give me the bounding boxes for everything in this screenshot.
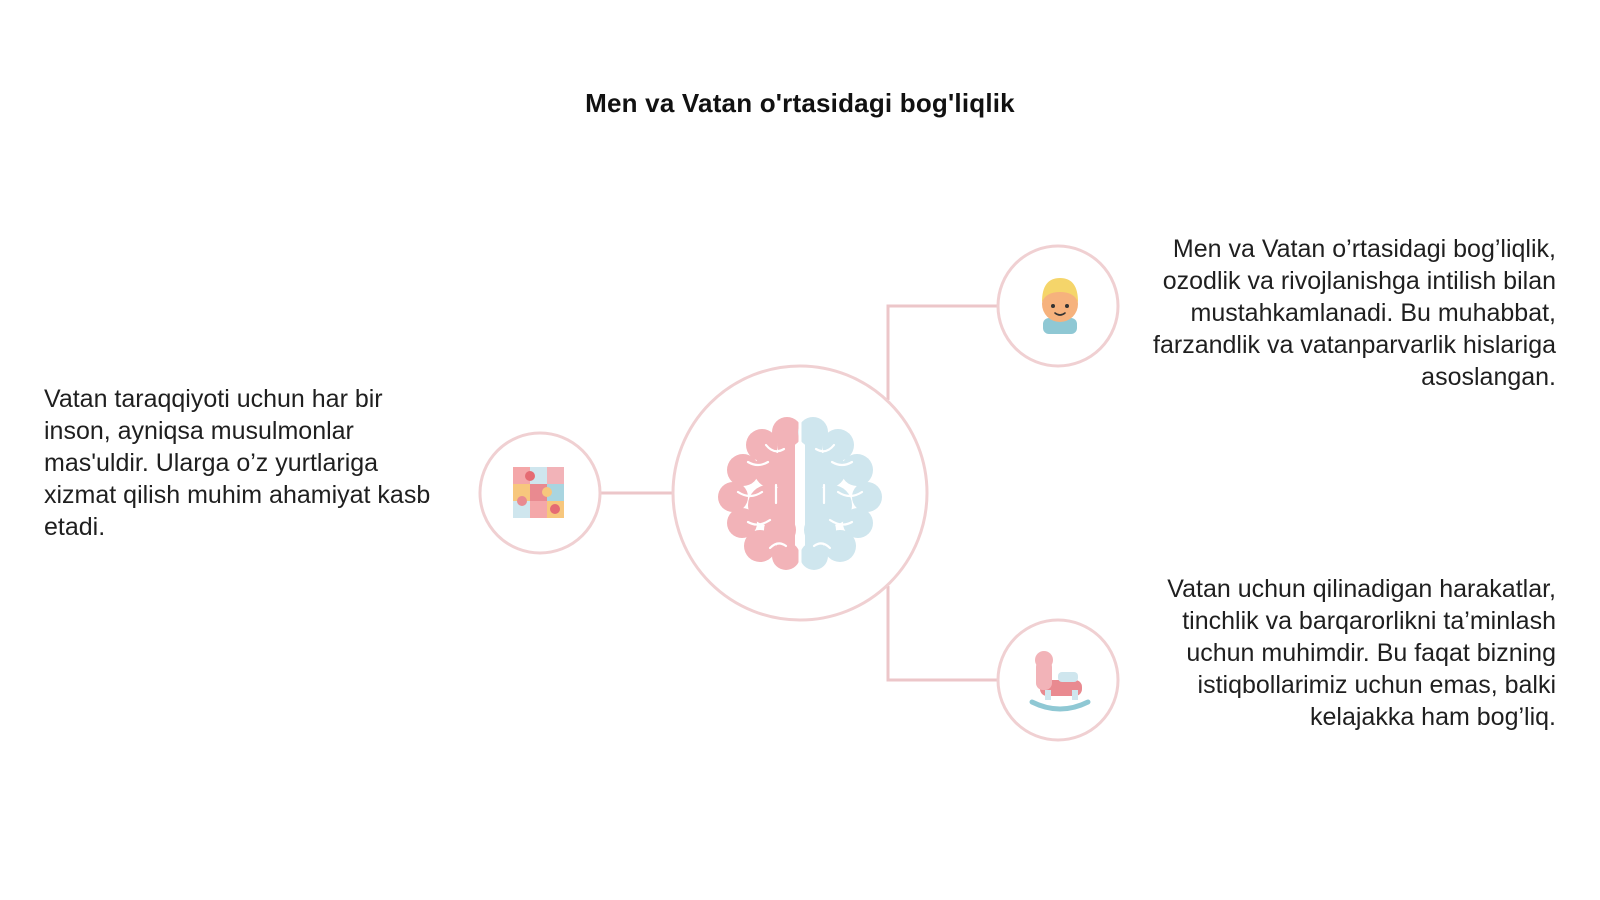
brain-icon <box>718 417 882 570</box>
connector-top-right <box>886 304 998 400</box>
connectors <box>600 304 998 682</box>
page-title: Men va Vatan o'rtasidagi bog'liqlik <box>585 88 1015 118</box>
center-node <box>671 364 929 622</box>
bottom-right-description: Vatan uchun qilinadigan harakatlar, tinc… <box>1167 575 1556 731</box>
connector-bottom-right <box>886 586 998 682</box>
child-icon <box>1042 278 1078 334</box>
top-right-node <box>996 244 1120 368</box>
puzzle-icon <box>513 467 564 518</box>
left-description: Vatan taraqqiyoti uchun har bir inson, a… <box>44 385 431 541</box>
bottom-right-node <box>996 618 1120 742</box>
left-node <box>478 431 602 555</box>
top-right-description: Men va Vatan o’rtasidagi bog’liqlik, ozo… <box>1153 235 1556 391</box>
rocking-horse-icon <box>1029 651 1091 712</box>
